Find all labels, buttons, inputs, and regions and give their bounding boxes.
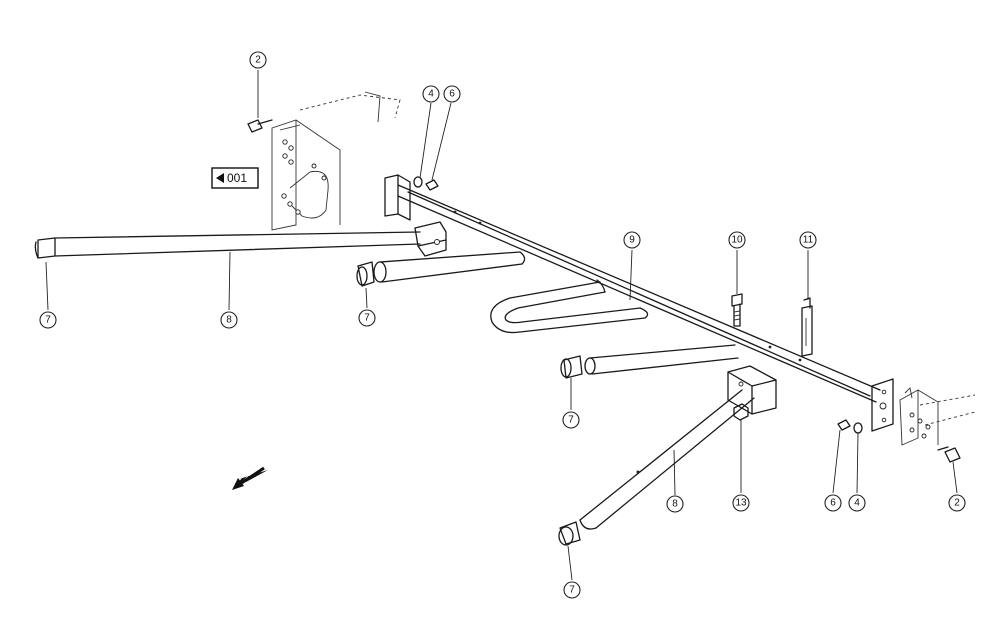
svg-text:7: 7 — [364, 313, 370, 324]
callout-7-bottom: 7 — [563, 581, 581, 599]
svg-text:7: 7 — [569, 585, 575, 596]
callout-9: 9 — [623, 231, 641, 249]
bolt-10 — [731, 293, 743, 327]
callout-4-bottom: 4 — [848, 494, 866, 512]
svg-text:2: 2 — [954, 498, 960, 509]
pin-11 — [801, 297, 813, 357]
callout-8-left: 8 — [220, 311, 238, 329]
svg-text:7: 7 — [568, 415, 574, 426]
callout-7-left: 7 — [39, 311, 57, 329]
upper-short-tube — [356, 251, 526, 287]
svg-text:6: 6 — [449, 89, 455, 100]
callout-4-top: 4 — [422, 85, 440, 103]
left-hardware — [247, 119, 439, 191]
callout-7-right: 7 — [562, 411, 580, 429]
svg-text:6: 6 — [830, 498, 836, 509]
callout-2-bottom: 2 — [948, 494, 966, 512]
left-frame-bracket — [271, 91, 401, 231]
svg-text:8: 8 — [672, 499, 678, 510]
u-bow-bracket — [490, 279, 649, 334]
right-frame-bracket — [899, 387, 976, 446]
callout-10: 10 — [728, 231, 746, 249]
right-hardware — [837, 419, 961, 463]
svg-text:7: 7 — [45, 315, 51, 326]
svg-text:2: 2 — [255, 55, 261, 66]
svg-text:11: 11 — [803, 235, 814, 246]
direction-arrow — [232, 466, 268, 490]
lower-arm-assembly — [558, 365, 777, 546]
callout-2-top: 2 — [249, 51, 267, 69]
callout-6-top: 6 — [443, 85, 461, 103]
left-long-arm — [34, 221, 447, 259]
left-arrow-icon — [216, 173, 224, 183]
main-crossbar — [384, 174, 894, 432]
svg-text:10: 10 — [731, 235, 743, 246]
callout-11: 11 — [799, 231, 817, 249]
svg-text:4: 4 — [854, 498, 860, 509]
callout-13: 13 — [732, 494, 750, 512]
callout-7-middle: 7 — [358, 309, 376, 327]
callout-6-bottom: 6 — [824, 494, 842, 512]
callout-leaders — [45, 70, 958, 581]
nut-13 — [733, 403, 749, 421]
svg-text:9: 9 — [629, 235, 635, 246]
svg-text:4: 4 — [428, 89, 434, 100]
callout-8-lower: 8 — [666, 495, 684, 513]
lower-short-tube — [560, 344, 739, 379]
svg-text:8: 8 — [226, 315, 232, 326]
reference-box: 001 — [211, 167, 259, 189]
reference-label: 001 — [227, 171, 247, 185]
svg-text:13: 13 — [735, 498, 747, 509]
